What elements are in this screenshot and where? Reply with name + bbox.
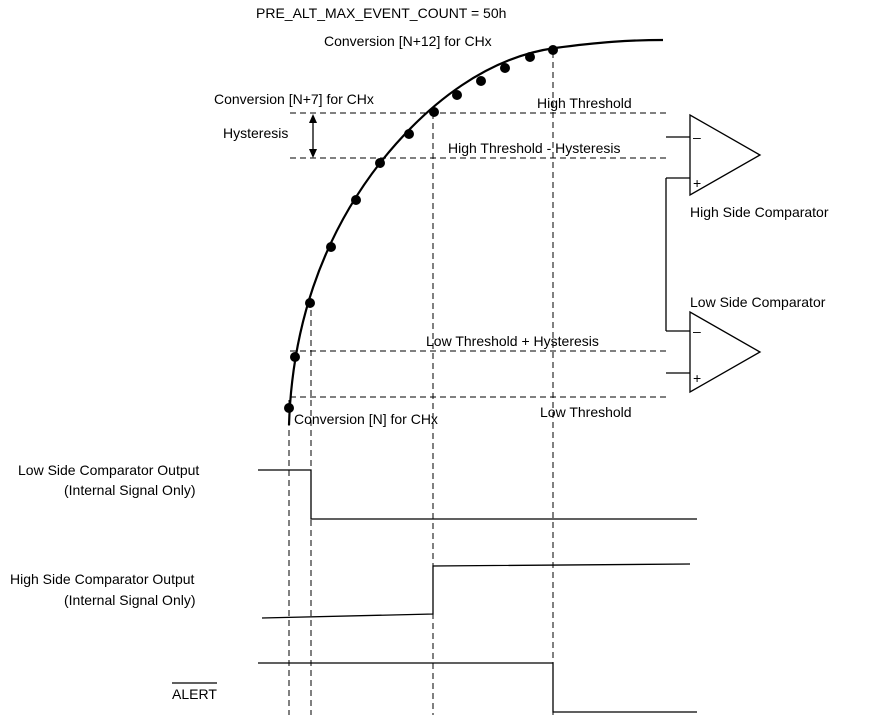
low-output-waveform — [258, 469, 697, 520]
low-comparator-minus-sign: – — [693, 323, 701, 339]
hysteresis-label: Hysteresis — [223, 125, 288, 141]
low-output-label-line1: Low Side Comparator Output — [18, 462, 199, 478]
alert-waveform — [258, 662, 697, 713]
conversion-sample-dot — [290, 352, 300, 362]
low-output-label-line2: (Internal Signal Only) — [64, 482, 196, 498]
hysteresis-arrow-head-up — [309, 114, 317, 123]
event-count-label: PRE_ALT_MAX_EVENT_COUNT = 50h — [256, 5, 506, 21]
high-comparator-minus-sign: – — [693, 129, 701, 145]
high-output-label-line1: High Side Comparator Output — [10, 571, 195, 587]
conversion-sample-dot — [351, 195, 361, 205]
high-comparator-label: High Side Comparator — [690, 204, 829, 220]
low-side-comparator — [689, 310, 762, 394]
high-side-comparator — [689, 113, 762, 197]
high-comparator-plus-sign: + — [693, 175, 701, 191]
high-output-waveform — [261, 563, 691, 619]
conversion-curve — [287, 38, 664, 426]
conversion-sample-dot — [476, 76, 486, 86]
low-threshold-label: Low Threshold — [540, 404, 632, 420]
conversion-sample-dot — [452, 90, 462, 100]
conversion-sample-dot — [284, 403, 294, 413]
alert-label: ALERT — [172, 686, 217, 702]
high-threshold-label: High Threshold — [537, 95, 632, 111]
low-comparator-label: Low Side Comparator — [690, 294, 826, 310]
conversion-sample-dot — [404, 129, 414, 139]
conversion-sample-dot — [375, 158, 385, 168]
conversion-sample-dot — [305, 298, 315, 308]
conversion-n7-label: Conversion [N+7] for CHx — [214, 91, 374, 107]
conversion-sample-dot — [548, 45, 558, 55]
conversion-sample-dot — [500, 63, 510, 73]
high-output-label-line2: (Internal Signal Only) — [64, 592, 196, 608]
low-plus-hysteresis-label: Low Threshold + Hysteresis — [426, 333, 599, 349]
conversion-samples — [284, 45, 558, 413]
conversion-sample-dot — [525, 52, 535, 62]
conversion-sample-dot — [326, 242, 336, 252]
low-comparator-plus-sign: + — [693, 370, 701, 386]
conversion-n-label: Conversion [N] for CHx — [294, 411, 438, 427]
conversion-sample-dot — [429, 107, 439, 117]
conversion-n12-label: Conversion [N+12] for CHx — [324, 33, 492, 49]
hysteresis-arrow-head-down — [309, 149, 317, 158]
high-minus-hysteresis-label: High Threshold - Hysteresis — [448, 140, 620, 156]
